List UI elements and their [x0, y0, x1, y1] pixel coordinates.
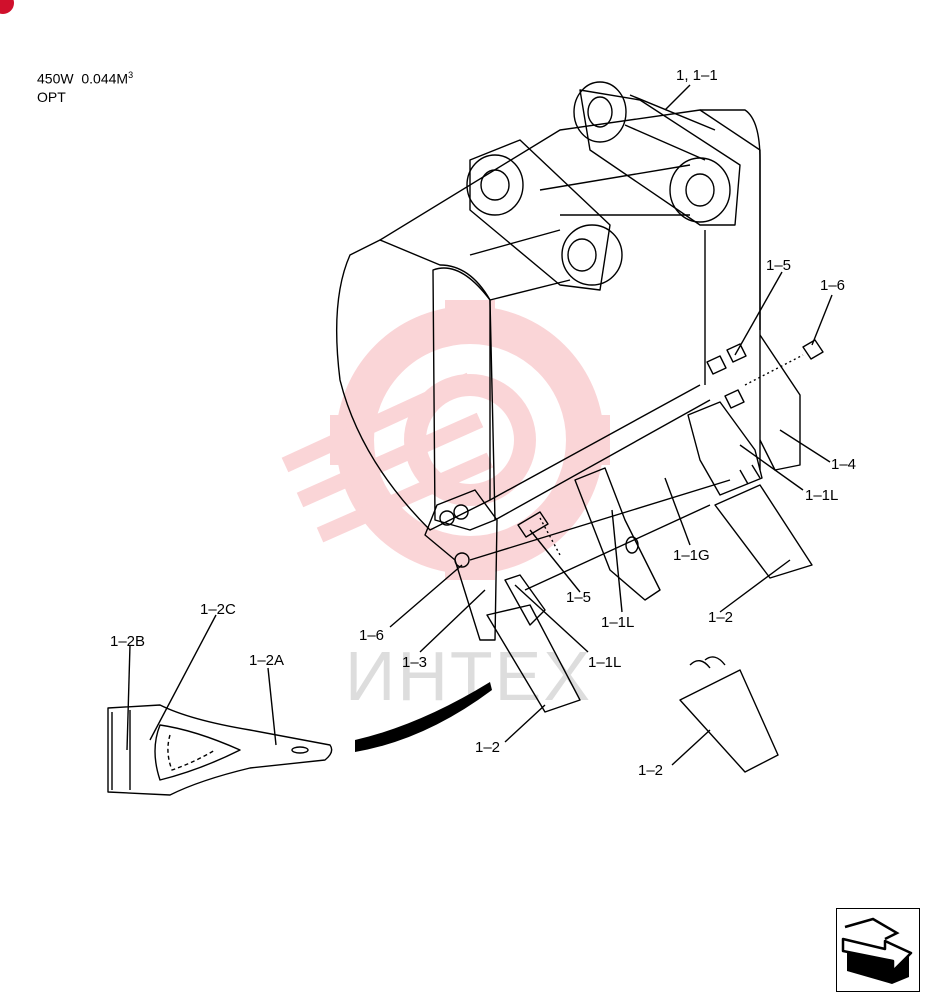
label-bolt-mid: 1–5 [566, 589, 591, 606]
corner-badge [0, 0, 14, 14]
label-main: 1, 1–1 [676, 67, 718, 84]
diagram-header: 450W 0.044M3 OPT [37, 66, 133, 106]
next-page-arrow-icon [841, 917, 913, 984]
watermark-logo [281, 300, 610, 580]
label-nut-left: 1–6 [359, 627, 384, 644]
label-tooth-part-a: 1–2A [249, 652, 284, 669]
option-label: OPT [37, 88, 66, 105]
label-side-cutter: 1–3 [402, 654, 427, 671]
label-tooth-part-c: 1–2C [200, 601, 236, 618]
label-cutting-edge: 1–1G [673, 547, 710, 564]
label-bolt-top: 1–5 [766, 257, 791, 274]
label-adapter-mid: 1–1L [601, 614, 634, 631]
swoosh-arrow-icon [355, 682, 492, 752]
next-page-button[interactable] [836, 908, 920, 992]
label-nut-top: 1–6 [820, 277, 845, 294]
label-tooth-bottom-right: 1–2 [638, 762, 663, 779]
label-tooth-right: 1–2 [708, 609, 733, 626]
label-tooth-part-b: 1–2B [110, 633, 145, 650]
model-capacity: 450W 0.044M3 [37, 70, 134, 87]
label-adapter-right: 1–1L [805, 487, 838, 504]
label-side-plate: 1–4 [831, 456, 856, 473]
label-tooth-left: 1–2 [475, 739, 500, 756]
label-adapter-left: 1–1L [588, 654, 621, 671]
bucket-drawing [107, 81, 833, 796]
